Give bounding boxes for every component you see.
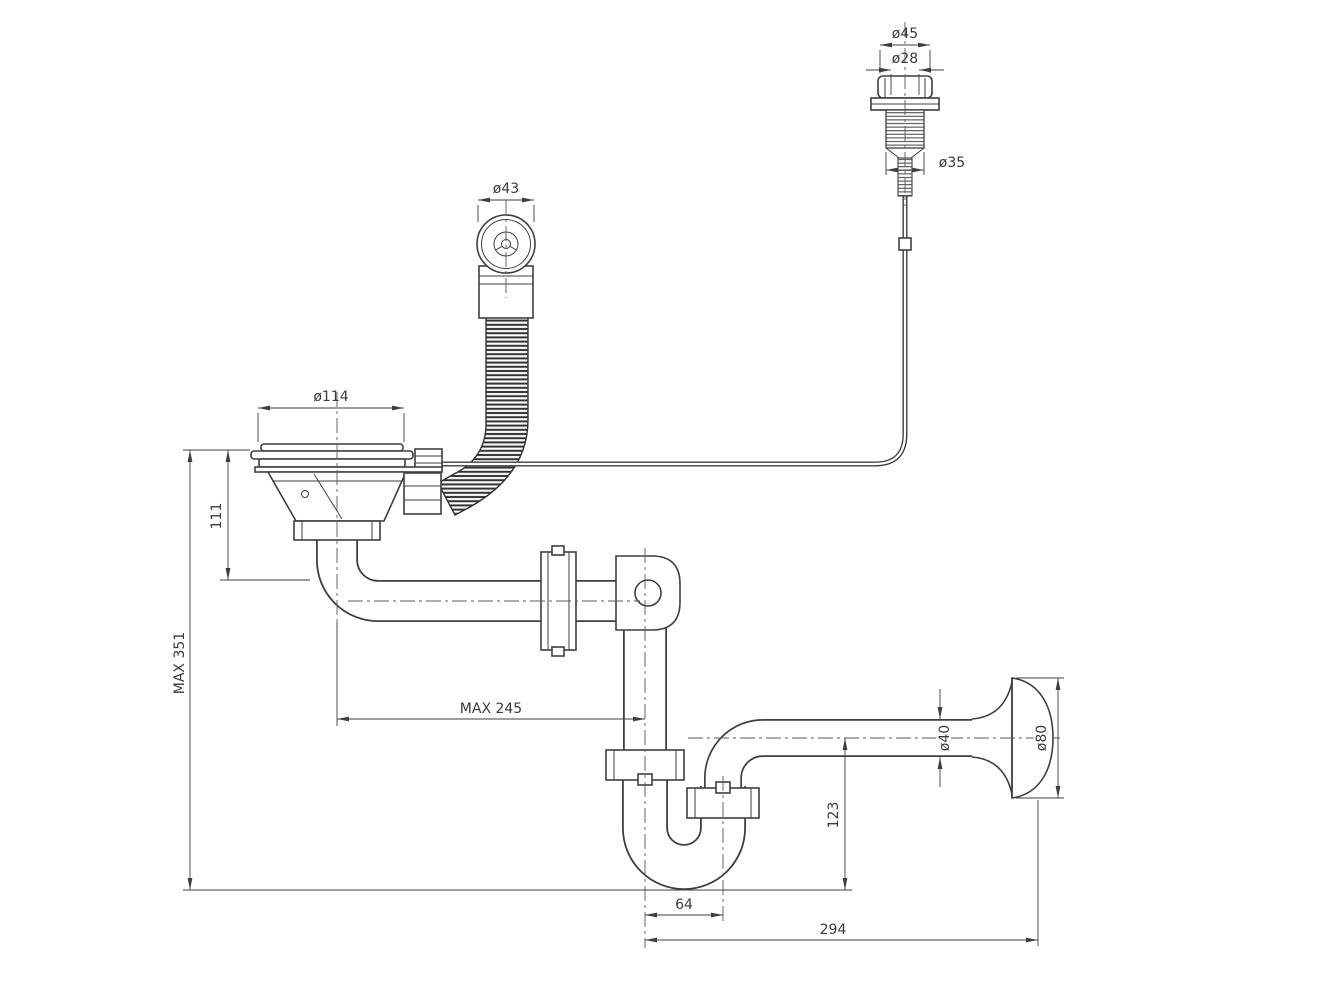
drain-pipe-core xyxy=(317,536,648,621)
drain-strainer-assembly xyxy=(250,443,443,541)
dim-outlet-pipe: ø40 xyxy=(937,725,953,751)
dim-strainer-depth: 111 xyxy=(209,503,225,530)
hose-band xyxy=(437,315,529,516)
dim-outlet-run: 294 xyxy=(820,922,847,938)
dim-max-height: MAX 351 xyxy=(172,632,188,694)
dim-trap-spacing: 64 xyxy=(675,897,693,913)
centerlines xyxy=(336,22,1060,948)
overflow-hose-port xyxy=(403,472,442,515)
dim-overflow-face: ø43 xyxy=(493,181,519,197)
cup-flare-top xyxy=(971,681,1013,720)
strainer-flange-ring xyxy=(250,450,414,460)
cable-anchor-block xyxy=(414,448,443,470)
dim-knob-thread: ø35 xyxy=(939,155,965,171)
dim-max-reach: MAX 245 xyxy=(460,701,522,717)
cable-stop xyxy=(898,237,912,251)
cup-flare-bottom xyxy=(971,756,1013,795)
overflow-pull-cable xyxy=(442,196,912,467)
dim-strainer-flange: ø114 xyxy=(313,389,348,405)
p-trap-core xyxy=(623,768,745,889)
overflow-elbow xyxy=(476,214,536,319)
dim-wall-cup: ø80 xyxy=(1034,725,1050,751)
swivel-elbow-pivot xyxy=(634,579,662,607)
overflow-corrugated-hose xyxy=(437,315,529,516)
dim-knob-collar: ø28 xyxy=(892,51,918,67)
dimensions: ø45 ø28 ø35 ø43 ø114 111 MAX 351 xyxy=(172,26,1064,946)
dim-trap-drop: 123 xyxy=(826,802,842,829)
strainer-flange-top xyxy=(260,443,404,452)
cable-core xyxy=(442,196,907,466)
dim-knob-outer: ø45 xyxy=(892,26,918,42)
drain-piping xyxy=(316,536,976,890)
